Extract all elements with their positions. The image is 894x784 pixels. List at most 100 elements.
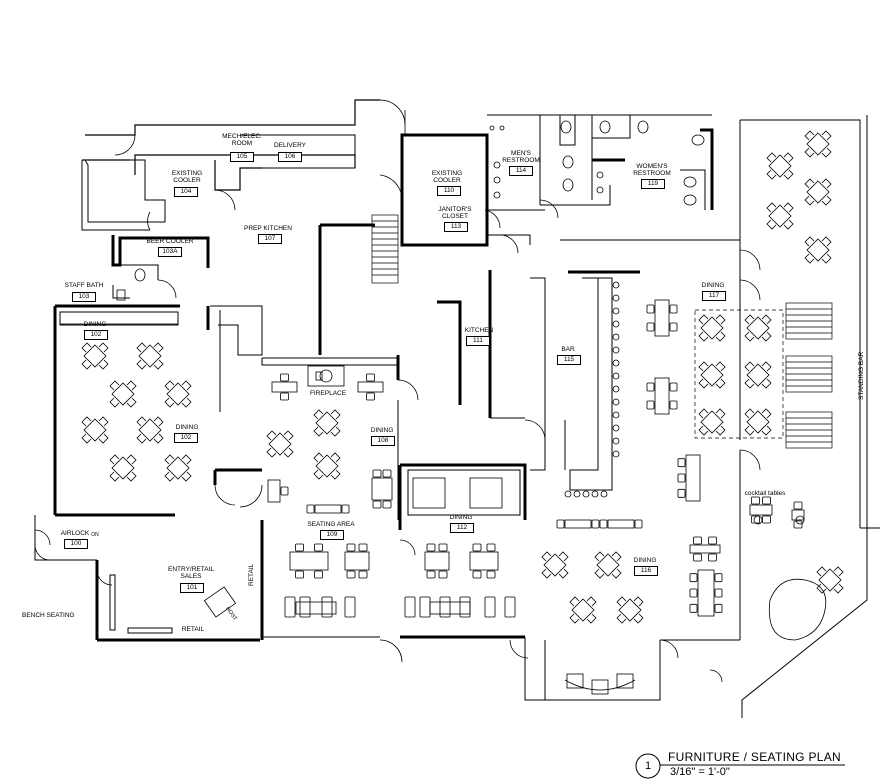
chair [438, 570, 448, 579]
booth [469, 477, 503, 509]
room-number-113: 113 [444, 222, 468, 232]
chair [569, 596, 580, 607]
chair [109, 454, 120, 465]
view-number-circle [635, 753, 661, 779]
chair [783, 202, 794, 213]
chair [833, 583, 844, 594]
cocktail-table [795, 515, 805, 525]
diamond-table [138, 344, 162, 368]
rect-table [314, 504, 342, 514]
diamond-table [111, 456, 135, 480]
chair [472, 570, 482, 579]
bar-stool [564, 490, 572, 498]
chair [821, 147, 832, 158]
chair [821, 178, 832, 189]
chair [98, 433, 109, 444]
chair [541, 551, 552, 562]
bar-stool [612, 346, 620, 354]
chair [314, 543, 323, 552]
chair [591, 519, 600, 529]
bar-stool [612, 372, 620, 380]
rect-table [344, 551, 370, 571]
chair [283, 447, 294, 458]
chair [804, 195, 815, 206]
chair [126, 380, 137, 391]
diamond-table [746, 363, 770, 387]
chair [472, 543, 482, 552]
chair [646, 322, 655, 332]
chair [313, 426, 324, 437]
chair [744, 408, 755, 419]
chair [382, 469, 392, 478]
chair [426, 570, 436, 579]
chair [283, 430, 294, 441]
chair [346, 570, 356, 579]
chair [109, 397, 120, 408]
cocktail-tables-label: cocktail tables [744, 490, 786, 497]
chair [714, 603, 723, 613]
bar-stool [591, 490, 599, 498]
rect-table [654, 377, 670, 415]
chair [330, 409, 341, 420]
room-number-111: 111 [466, 336, 490, 346]
chair [714, 588, 723, 598]
room-label-dining-102: DINING [175, 424, 199, 431]
room-label-kitchen: KITCHEN [464, 327, 494, 334]
diamond-table [700, 410, 724, 434]
room-number-103: 103 [72, 292, 96, 302]
room-number-105: 105 [230, 152, 254, 162]
room-number-104: 104 [174, 187, 198, 197]
chair [646, 304, 655, 314]
title-block-graphics [635, 753, 845, 779]
diamond-table [315, 411, 339, 435]
rect-table [685, 454, 701, 502]
chair [689, 603, 698, 613]
room-label-mens-restroom: MEN'S RESTROOM [502, 150, 540, 164]
chair [280, 486, 289, 496]
chair [761, 331, 772, 342]
chair [715, 331, 726, 342]
booth-seat [299, 596, 311, 618]
chair [766, 152, 777, 163]
chair [98, 342, 109, 353]
chair [783, 169, 794, 180]
chair [164, 471, 175, 482]
diamond-table [268, 432, 292, 456]
chair [669, 304, 678, 314]
room-number-100: 100 [64, 539, 88, 549]
chair [136, 359, 147, 370]
room-number-106: 106 [278, 152, 302, 162]
booth-seat [404, 596, 416, 618]
room-label-janitors-closet: JANITOR'S CLOSET [438, 206, 472, 220]
communal-table [768, 578, 827, 641]
room-number-116: 116 [634, 566, 658, 576]
room-label-seating-area: SEATING AREA [307, 521, 355, 528]
booth-seat [484, 596, 496, 618]
chair [698, 361, 709, 372]
view-number: 1 [644, 760, 652, 772]
rect-table [697, 569, 715, 617]
chair [541, 568, 552, 579]
room-label-bar: BAR [561, 346, 575, 353]
diamond-table [166, 382, 190, 406]
room-label-womens-restroom: WOMEN'S RESTROOM [633, 163, 671, 177]
diamond-table [543, 553, 567, 577]
chair [677, 458, 686, 468]
room-number-117: 117 [702, 291, 726, 301]
chair [698, 425, 709, 436]
bar-stool [600, 490, 608, 498]
chair [616, 613, 627, 624]
bar-stool [612, 359, 620, 367]
chair [689, 573, 698, 583]
bar-stool [612, 424, 620, 432]
chair [486, 543, 496, 552]
chair [81, 359, 92, 370]
diamond-table [806, 180, 830, 204]
stairs [371, 214, 399, 284]
diamond-table [806, 132, 830, 156]
chair [81, 342, 92, 353]
chair [586, 613, 597, 624]
diamond-table [700, 316, 724, 340]
booth-seat [566, 673, 584, 689]
chair [164, 397, 175, 408]
